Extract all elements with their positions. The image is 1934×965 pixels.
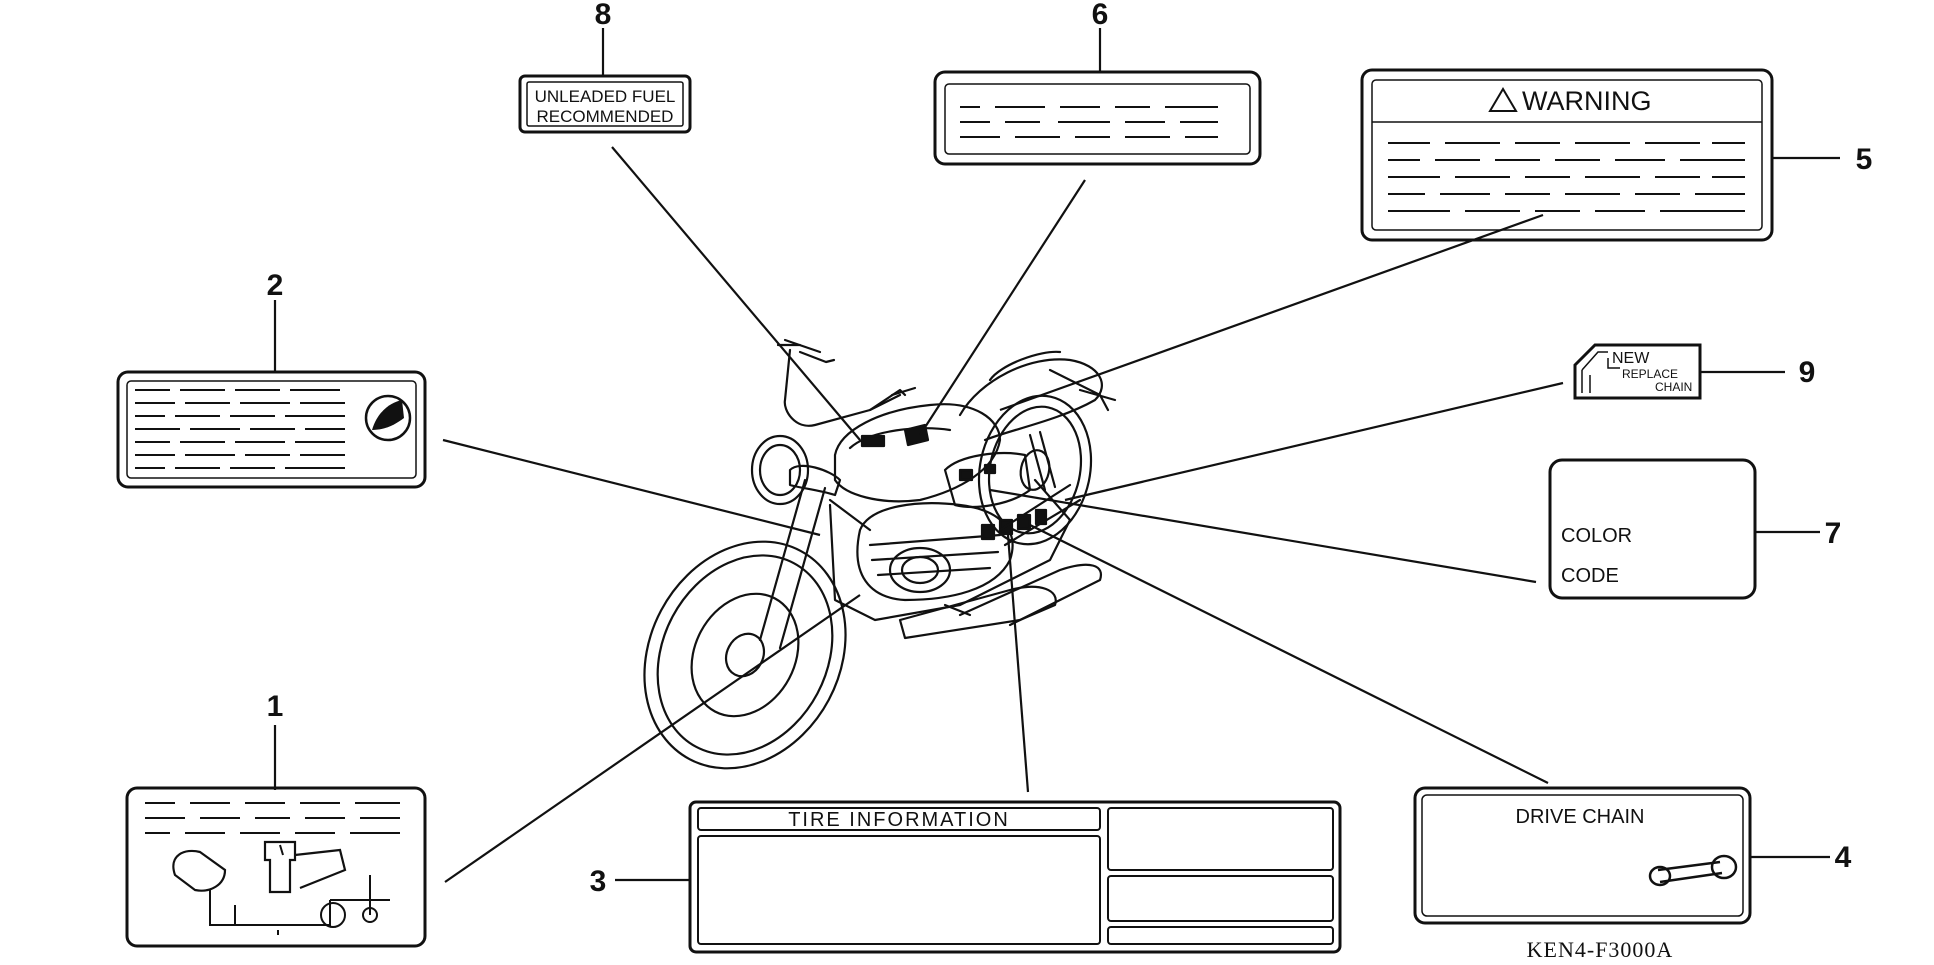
frame [828, 478, 1072, 622]
label-2 [116, 370, 427, 489]
warning-triangle-icon [1488, 87, 1518, 112]
label-color-code: COLOR CODE [1548, 458, 1757, 600]
unleaded-fuel-line1: UNLEADED FUEL [535, 87, 676, 106]
leader-lines [273, 28, 1840, 883]
callout-5: 5 [1856, 143, 1873, 176]
motorcycle-illustration [643, 338, 1117, 770]
label-replace-chain: NEW REPLACE CHAIN [1573, 343, 1702, 400]
callout-numbers: 1 2 3 4 5 6 7 8 9 [267, 0, 1873, 898]
label-tire-information: TIRE INFORMATION [688, 800, 1342, 954]
callout-9: 9 [1799, 356, 1816, 389]
callout-1: 1 [267, 690, 284, 723]
wrench-icon [1657, 860, 1723, 884]
callout-8: 8 [595, 0, 612, 31]
exhaust [898, 585, 1057, 640]
label-warning: WARNING [1360, 68, 1774, 242]
diagram-reference-code: KEN4-F3000A [1527, 937, 1674, 962]
front-wheel [643, 540, 847, 770]
label-1-text-lines [145, 802, 400, 834]
label-1 [125, 786, 427, 948]
rear-shock [1028, 430, 1057, 492]
drive-chain-text: DRIVE CHAIN [1516, 806, 1645, 828]
wing-emblem-icon [364, 394, 412, 442]
side-cover [943, 452, 1032, 508]
replace-text: REPLACE [1622, 367, 1678, 381]
label-6 [933, 70, 1262, 166]
code-text: CODE [1561, 565, 1619, 587]
chain-text: CHAIN [1655, 380, 1692, 394]
color-text: COLOR [1561, 525, 1632, 547]
callout-6: 6 [1092, 0, 1109, 31]
front-fork [758, 478, 827, 650]
fuel-tank [833, 403, 1002, 503]
engine-cover [888, 546, 952, 594]
fork-clamp [788, 464, 842, 497]
callout-2: 2 [267, 269, 284, 302]
label-drive-chain: DRIVE CHAIN [1413, 786, 1752, 925]
warning-text-lines [1388, 142, 1745, 212]
new-text: NEW [1612, 350, 1650, 367]
callout-7: 7 [1825, 517, 1842, 550]
handlebar-left [783, 348, 902, 427]
label-2-text-lines [135, 389, 345, 469]
dipstick-icon [263, 840, 297, 894]
tire-information-title: TIRE INFORMATION [788, 809, 1010, 831]
label-unleaded-fuel: UNLEADED FUEL RECOMMENDED [518, 74, 692, 134]
unleaded-fuel-line2: RECOMMENDED [537, 107, 674, 126]
headlight [750, 434, 810, 506]
callout-3: 3 [590, 865, 607, 898]
oil-can-icon [172, 849, 227, 892]
mirror-left [776, 338, 822, 354]
callout-4: 4 [1835, 841, 1852, 874]
warning-title: WARNING [1522, 86, 1652, 116]
label-6-text-lines [960, 106, 1218, 138]
